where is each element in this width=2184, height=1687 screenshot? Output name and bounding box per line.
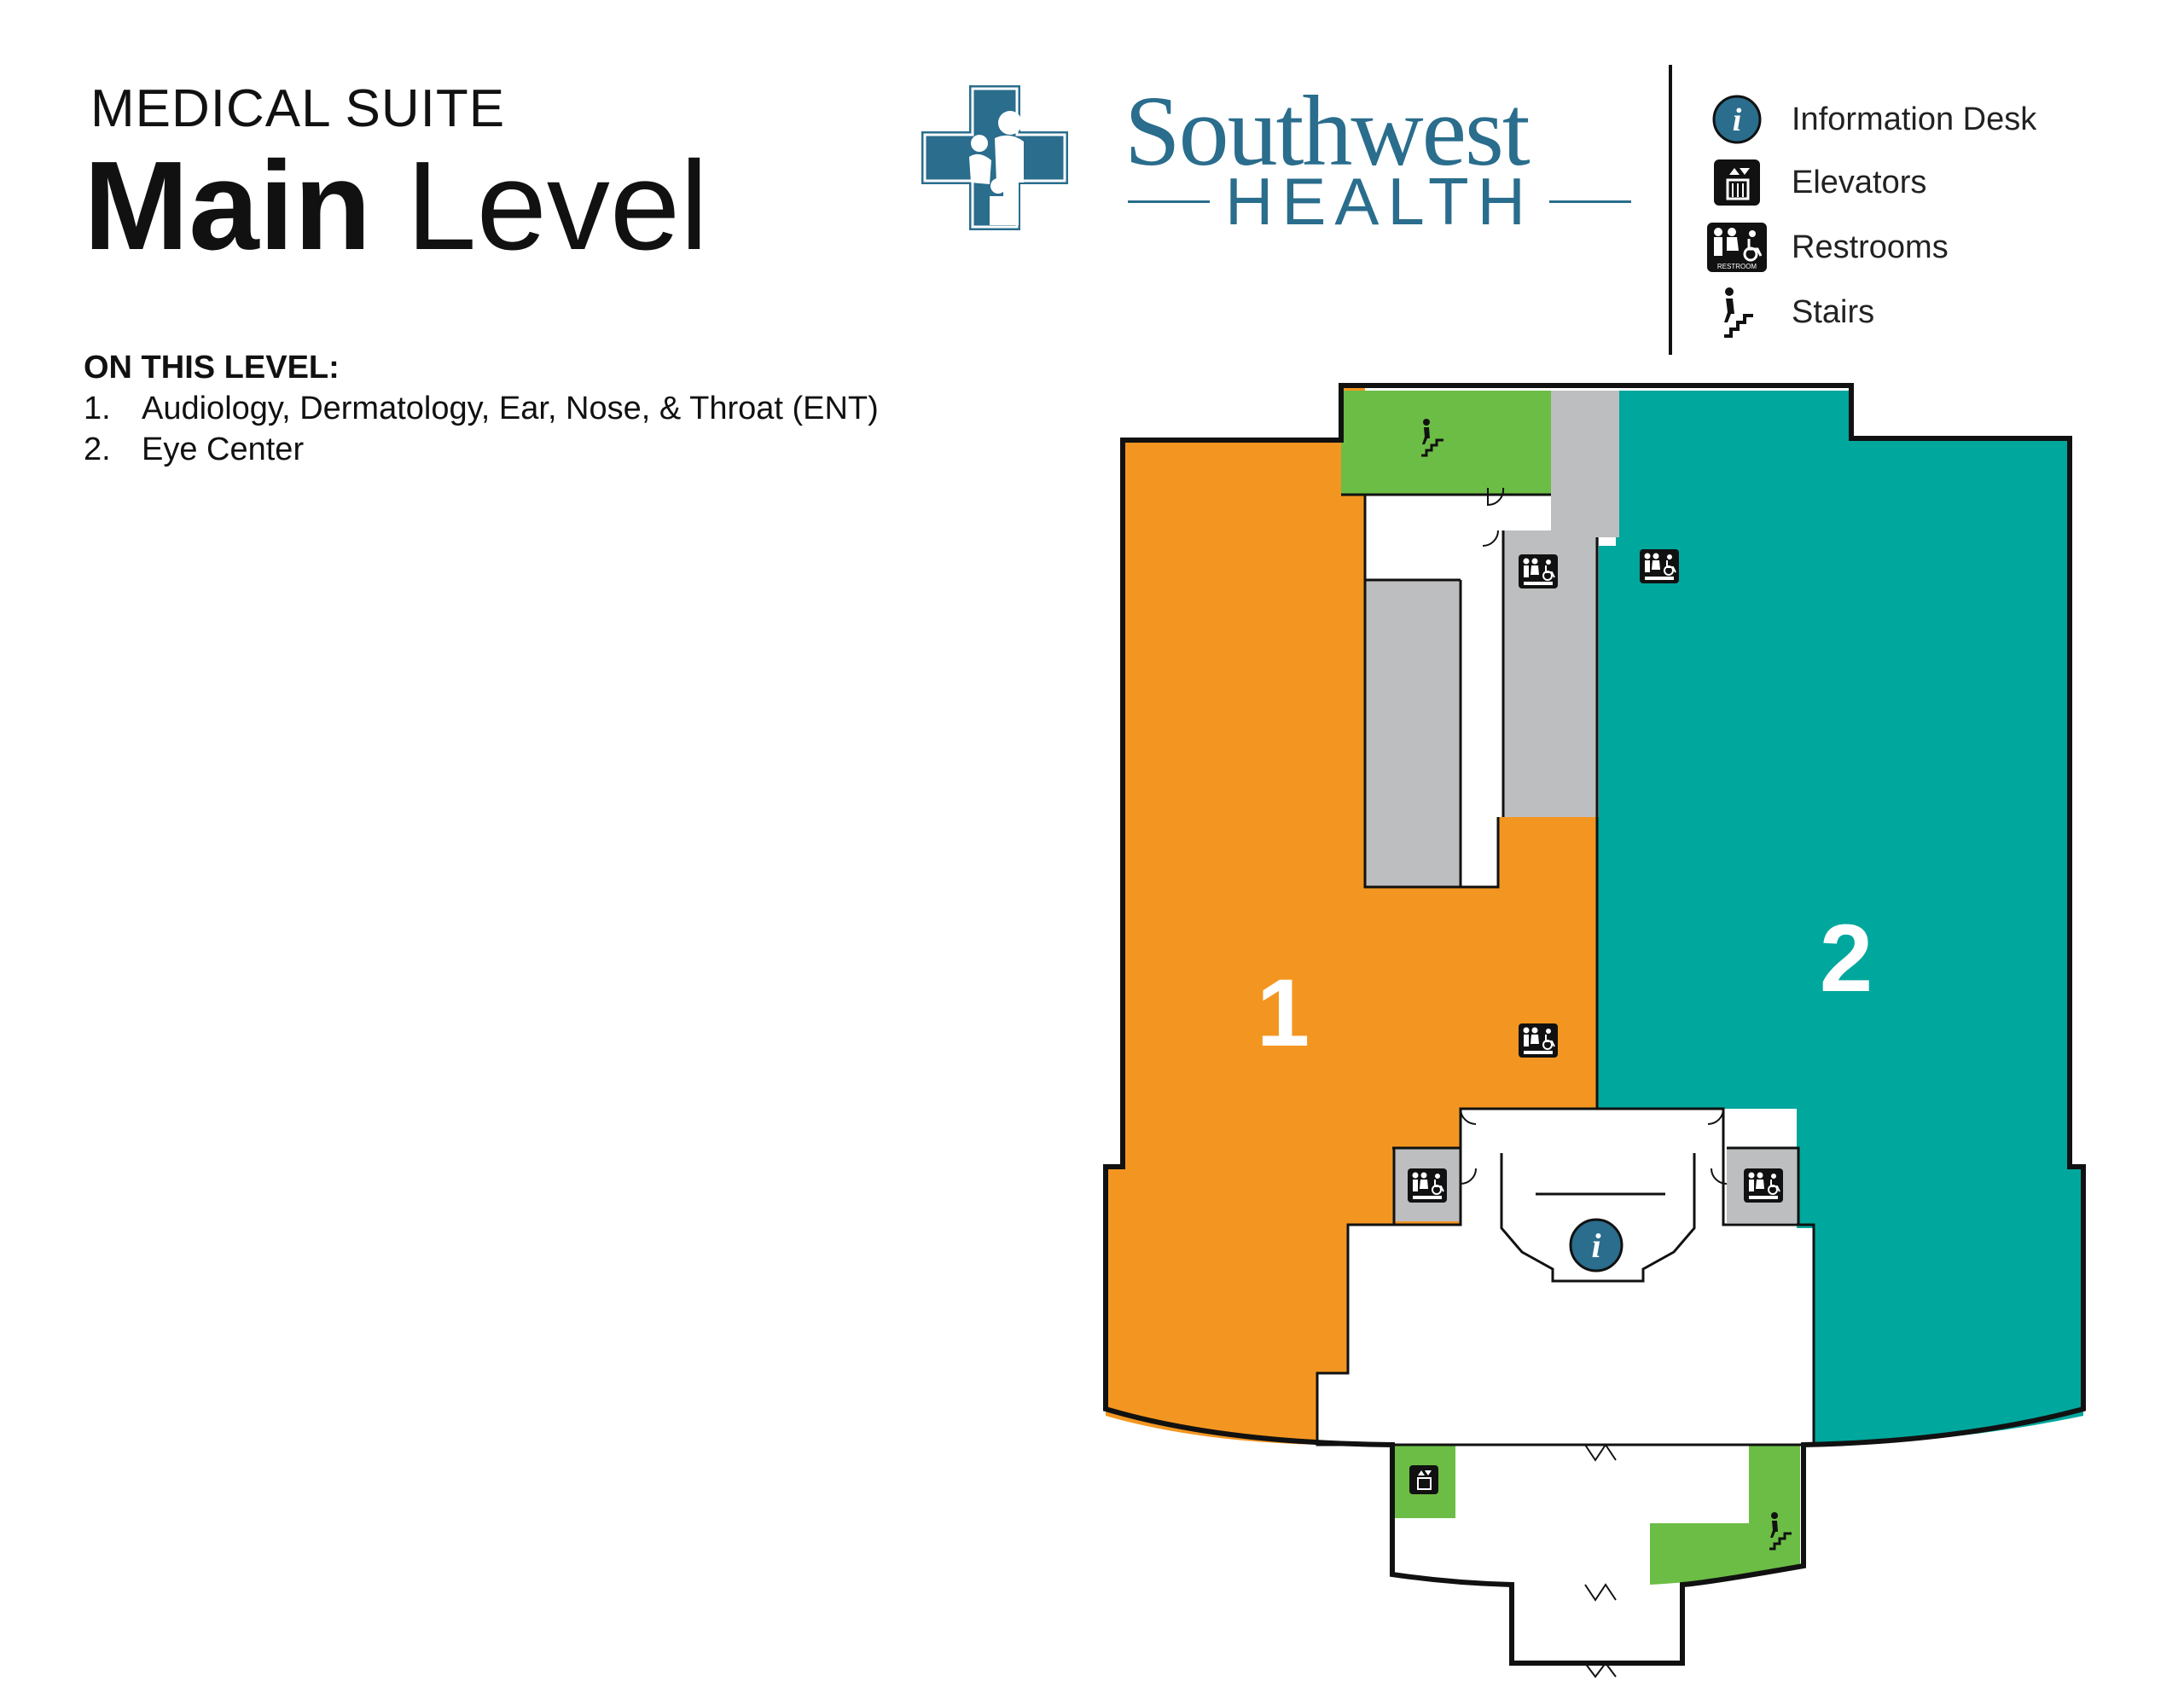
building-outline — [1103, 383, 2086, 1666]
page-title: Main Level — [84, 143, 708, 270]
brand-rule-left — [1128, 200, 1211, 203]
information-desk-icon: i — [1706, 92, 1768, 147]
restroom-icon — [1743, 1168, 1784, 1203]
level-title-light: Level — [406, 136, 709, 276]
legend-item-restrooms: RESTROOM Restrooms — [1706, 220, 1949, 275]
elevator-icon — [1706, 155, 1768, 210]
level-item-label: Audiology, Dermatology, Ear, Nose, & Thr… — [142, 391, 879, 426]
stairs-area-bottom — [1650, 1445, 1800, 1585]
stairs-icon — [1706, 285, 1768, 339]
restroom-icon: RESTROOM — [1706, 220, 1768, 275]
zone-1-area — [1106, 386, 1597, 1445]
brand-subtitle-text: HEALTH — [1225, 163, 1534, 239]
zone-2-number: 2 — [1820, 905, 1873, 1012]
door-swing — [1460, 487, 1728, 1678]
level-list-item: 1. Audiology, Dermatology, Ear, Nose, & T… — [84, 391, 879, 427]
restroom-sign-text: RESTROOM — [1717, 263, 1757, 270]
on-this-level-heading: ON THIS LEVEL: — [84, 350, 340, 386]
information-desk-icon: i — [1569, 1218, 1623, 1272]
service-corridor-left — [1365, 580, 1461, 887]
stairs-area-top — [1341, 391, 1551, 495]
legend-item-stairs: Stairs — [1706, 285, 1874, 339]
brand-name: Southwest — [1124, 75, 1531, 187]
restroom-icon — [1518, 554, 1559, 589]
level-list-item: 2. Eye Center — [84, 432, 304, 468]
legend-item-information-desk: i Information Desk — [1706, 92, 2036, 147]
level-item-number: 1. — [84, 391, 111, 426]
level-item-label: Eye Center — [142, 432, 305, 467]
information-desk-counter — [1500, 1153, 1696, 1283]
restroom-icon — [1518, 1023, 1559, 1058]
lobby-outline — [1316, 1107, 1815, 1446]
legend-label: Information Desk — [1792, 101, 2037, 137]
level-title-bold: Main — [84, 136, 372, 276]
legend-item-elevators: Elevators — [1706, 155, 1926, 210]
suite-label: MEDICAL SUITE — [90, 79, 506, 138]
level-item-number: 2. — [84, 432, 111, 467]
service-corridor-right — [1503, 391, 1619, 817]
legend-divider — [1669, 65, 1672, 355]
interior-walls — [1341, 493, 1804, 1446]
legend-label: Elevators — [1792, 164, 1927, 200]
restroom-icon — [1407, 1168, 1448, 1203]
brand-subtitle: HEALTH — [1128, 164, 1632, 239]
svg-text:i: i — [1733, 102, 1742, 138]
elevator-icon — [1409, 1464, 1439, 1495]
legend-label: Stairs — [1792, 293, 1875, 330]
legend-label: Restrooms — [1792, 229, 1949, 265]
zone-1-number: 1 — [1257, 959, 1310, 1066]
svg-text:i: i — [1591, 1226, 1600, 1265]
brand-rule-right — [1548, 200, 1632, 203]
zone-2-area — [1597, 391, 2083, 1445]
restroom-icon — [1639, 548, 1680, 584]
southwest-health-logo-icon — [918, 82, 1072, 234]
